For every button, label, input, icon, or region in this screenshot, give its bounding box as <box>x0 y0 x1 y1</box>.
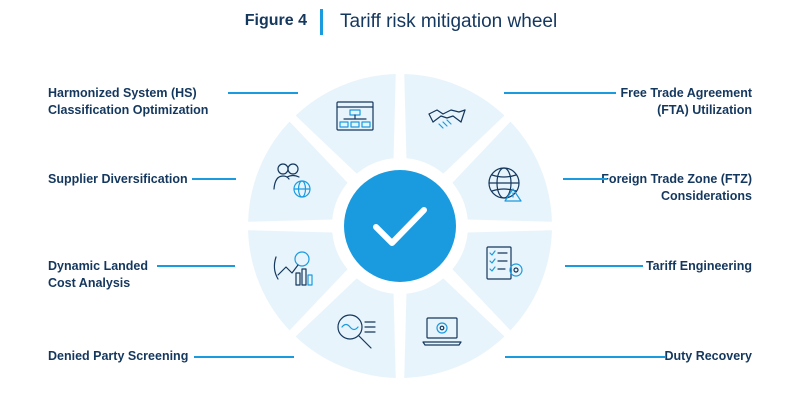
connector-denied <box>194 356 294 358</box>
connector-ftz <box>563 178 607 180</box>
segment-hs <box>295 74 396 174</box>
label-ftz-line2: Considerations <box>661 189 752 203</box>
label-tariff-engineering: Tariff Engineering <box>645 259 752 273</box>
connector-landed <box>157 265 235 267</box>
checkmark-icon <box>373 207 427 246</box>
label-denied-party: Denied Party Screening <box>48 349 189 363</box>
magnifier-icon <box>337 314 376 349</box>
label-ftz-line1: Foreign Trade Zone (FTZ) <box>601 172 752 186</box>
segment-engineering <box>452 230 552 331</box>
figure-label: Figure 4 <box>244 12 307 29</box>
connector-engineering <box>565 265 643 267</box>
label-hs-line2: Classification Optimization <box>48 103 209 117</box>
segment-ftz <box>452 121 552 222</box>
label-fta-utilization: Free Trade Agreement (FTA) Utilization <box>620 85 752 119</box>
label-landed-cost: Dynamic Landed Cost Analysis <box>48 258 148 292</box>
hierarchy-screen-icon <box>336 101 374 131</box>
label-fta-line1: Free Trade Agreement <box>620 86 752 100</box>
people-globe-icon <box>273 163 311 198</box>
checklist-gear-icon <box>486 246 523 280</box>
connector-supplier <box>192 178 236 180</box>
label-hs-line1: Harmonized System (HS) <box>48 86 197 100</box>
laptop-gear-icon <box>422 317 462 346</box>
handshake-icon <box>428 109 466 129</box>
label-fta-line2: (FTA) Utilization <box>657 103 752 117</box>
wheel-hub <box>344 170 456 282</box>
label-ftz-considerations: Foreign Trade Zone (FTZ) Considerations <box>601 171 752 205</box>
figure-title: Tariff risk mitigation wheel <box>340 11 558 32</box>
label-landed-line2: Cost Analysis <box>48 276 131 290</box>
dollar-chart-icon <box>273 251 313 286</box>
label-hs-classification: Harmonized System (HS) Classification Op… <box>48 85 208 119</box>
label-duty-recovery: Duty Recovery <box>664 349 752 363</box>
segment-duty <box>404 278 505 378</box>
label-supplier-diversification: Supplier Diversification <box>48 172 188 186</box>
title-divider <box>320 9 323 35</box>
globe-warning-icon <box>488 167 522 202</box>
wheel-segments <box>248 74 552 378</box>
segment-fta <box>404 74 505 174</box>
segment-denied <box>295 278 396 378</box>
connector-hs <box>228 92 298 94</box>
figure-header: Figure 4 Tariff risk mitigation wheel <box>0 9 800 37</box>
connector-fta <box>504 92 616 94</box>
segment-landed <box>248 230 348 331</box>
connector-duty <box>505 356 665 358</box>
label-landed-line1: Dynamic Landed <box>48 259 149 273</box>
